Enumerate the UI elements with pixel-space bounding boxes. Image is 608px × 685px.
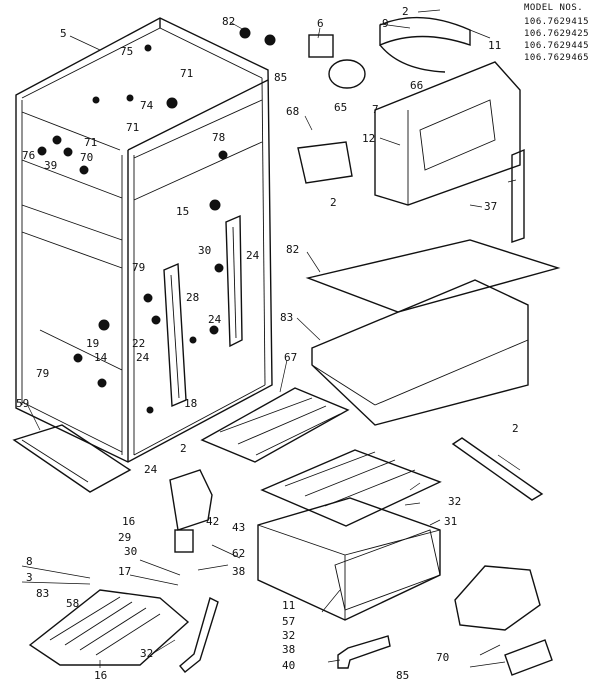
part-label-18: 18 — [184, 397, 198, 410]
part-label-40: 57 — [282, 615, 296, 628]
part-label-2b: 2 — [330, 196, 337, 209]
part-label-59: 71 — [126, 121, 140, 134]
part-label-25: 30 — [198, 244, 212, 257]
crisper-cover-and-pan — [305, 239, 561, 426]
part-label-41: 58 — [66, 597, 80, 610]
part-label-26: 28 — [186, 291, 200, 304]
control-housing — [169, 469, 213, 553]
drawer-slide — [179, 596, 391, 673]
part-label-61: 75 — [120, 45, 134, 58]
part-label-11: 11 — [488, 39, 502, 52]
part-label-55: 68 — [286, 105, 300, 118]
part-label-7: 7 — [372, 103, 379, 116]
part-label-2c: 2 — [512, 422, 519, 435]
part-label-82: 82 — [222, 15, 236, 28]
part-label-30: 32 — [282, 629, 296, 642]
part-label-79: 83 — [280, 311, 294, 324]
wire-shelves — [200, 387, 442, 527]
footer-code: 85 — [396, 669, 410, 682]
part-label-62: 76 — [22, 149, 36, 162]
part-label-19: 19 — [86, 337, 100, 350]
part-label-8: 8 — [26, 555, 33, 568]
part-label-15: 16 — [122, 515, 136, 528]
model-number: 106.7629425 — [524, 29, 590, 39]
part-label-37: 42 — [206, 515, 220, 528]
part-label-76b: 79 — [36, 367, 50, 380]
part-label-12: 12 — [362, 132, 376, 145]
part-label-2: 2 — [402, 5, 409, 18]
part-label-21: 24 — [136, 351, 150, 364]
drip-tray — [12, 424, 132, 493]
part-label-35: 39 — [44, 159, 58, 172]
part-label-31: 32 — [140, 647, 154, 660]
part-label-42: 59 — [16, 397, 30, 410]
part-label-65: 78 — [212, 131, 226, 144]
part-label-20: 22 — [132, 337, 146, 350]
door-bin — [28, 589, 190, 666]
part-label-27: 29 — [118, 531, 132, 544]
model-numbers-title: MODEL NOS. — [524, 3, 584, 13]
part-label-85: 85 — [274, 71, 288, 84]
part-label-17: 17 — [118, 565, 132, 578]
part-label-57: 70 — [80, 151, 94, 164]
part-label-24b: 24 — [208, 313, 222, 326]
model-number: 106.7629415 — [524, 17, 590, 27]
part-label-6: 6 — [317, 17, 324, 30]
model-number: 106.7629465 — [524, 53, 590, 63]
hardware-screws — [37, 27, 276, 414]
part-label-43: 62 — [232, 547, 246, 560]
part-label-13: 14 — [94, 351, 108, 364]
part-label-38: 43 — [232, 521, 246, 534]
part-label-56: 70 — [436, 651, 450, 664]
part-label-22: 24 — [144, 463, 158, 476]
part-label-34: 38 — [282, 643, 296, 656]
part-label-14: 15 — [176, 205, 190, 218]
evaporator-fan-assembly — [297, 16, 525, 243]
part-label-76: 79 — [132, 261, 146, 274]
part-label-5: 3 — [26, 571, 33, 584]
model-number: 106.7629445 — [524, 41, 590, 51]
part-label-2d: 2 — [180, 442, 187, 455]
part-label-3: 5 — [60, 27, 67, 40]
part-label-36: 40 — [282, 659, 296, 672]
part-label-78: 82 — [286, 243, 300, 256]
part-label-58b: 71 — [84, 136, 98, 149]
part-label-24: 24 — [246, 249, 260, 262]
cabinet-shell — [15, 17, 273, 463]
part-label-16: 16 — [94, 669, 108, 682]
butter-bin — [454, 565, 553, 676]
part-label-60: 74 — [140, 99, 154, 112]
part-label-39: 38 — [232, 565, 246, 578]
meat-drawer — [257, 497, 441, 621]
part-label-33: 37 — [484, 200, 498, 213]
part-label-29: 31 — [444, 515, 458, 528]
center-mullion — [163, 214, 243, 408]
drawer-rail — [451, 437, 544, 501]
leader-lines — [21, 9, 521, 668]
part-label-28: 30 — [124, 545, 138, 558]
part-label-58: 71 — [180, 67, 194, 80]
part-label-48: 66 — [410, 79, 424, 92]
part-label-11b: 11 — [282, 599, 296, 612]
part-label-9: 9 — [382, 17, 389, 30]
part-label-47: 65 — [334, 101, 348, 114]
part-label-83: 83 — [36, 587, 50, 600]
part-label-32: 32 — [448, 495, 462, 508]
part-label-52: 67 — [284, 351, 298, 364]
